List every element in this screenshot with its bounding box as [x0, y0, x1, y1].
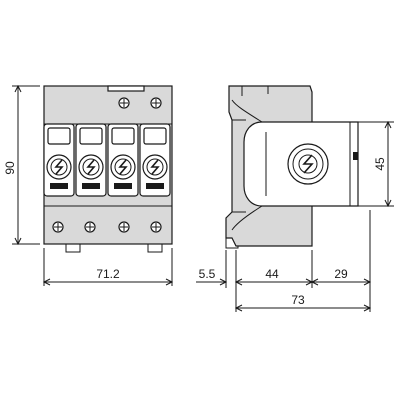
surge-lightning-icon	[118, 159, 128, 175]
surge-lightning-icon	[86, 159, 96, 175]
rail-clips	[65, 243, 163, 253]
side-view: 45 5.5 44 29	[196, 85, 394, 312]
surge-module	[75, 123, 107, 197]
dim-front-height: 90	[3, 84, 40, 246]
dim-side-total-label: 73	[291, 293, 305, 307]
surge-lightning-icon	[54, 159, 64, 175]
top-label-strip	[107, 85, 145, 92]
surge-module	[107, 123, 139, 197]
dim-side-height-label: 45	[373, 157, 387, 171]
top-terminal-screws	[118, 97, 162, 109]
surge-module	[43, 123, 75, 197]
dim-front-height-label: 90	[3, 161, 17, 175]
bottom-terminal-screws	[52, 221, 162, 233]
dim-front-width-label: 71.2	[96, 267, 120, 281]
dim-side-body: 44	[236, 267, 314, 286]
dim-side-offset-label: 5.5	[199, 267, 216, 281]
dim-side-total: 73	[234, 293, 372, 312]
front-view: 90 71.2	[3, 84, 174, 286]
dim-side-body-label: 44	[265, 267, 279, 281]
dim-front-width: 71.2	[42, 248, 174, 286]
dim-side-height: 45	[358, 120, 394, 208]
surge-lightning-icon	[150, 159, 160, 175]
surge-module	[139, 123, 171, 197]
dim-side-head: 29	[310, 267, 372, 286]
surge-modules	[43, 123, 171, 197]
dim-side-head-label: 29	[334, 267, 348, 281]
surge-lightning-icon	[302, 154, 314, 174]
